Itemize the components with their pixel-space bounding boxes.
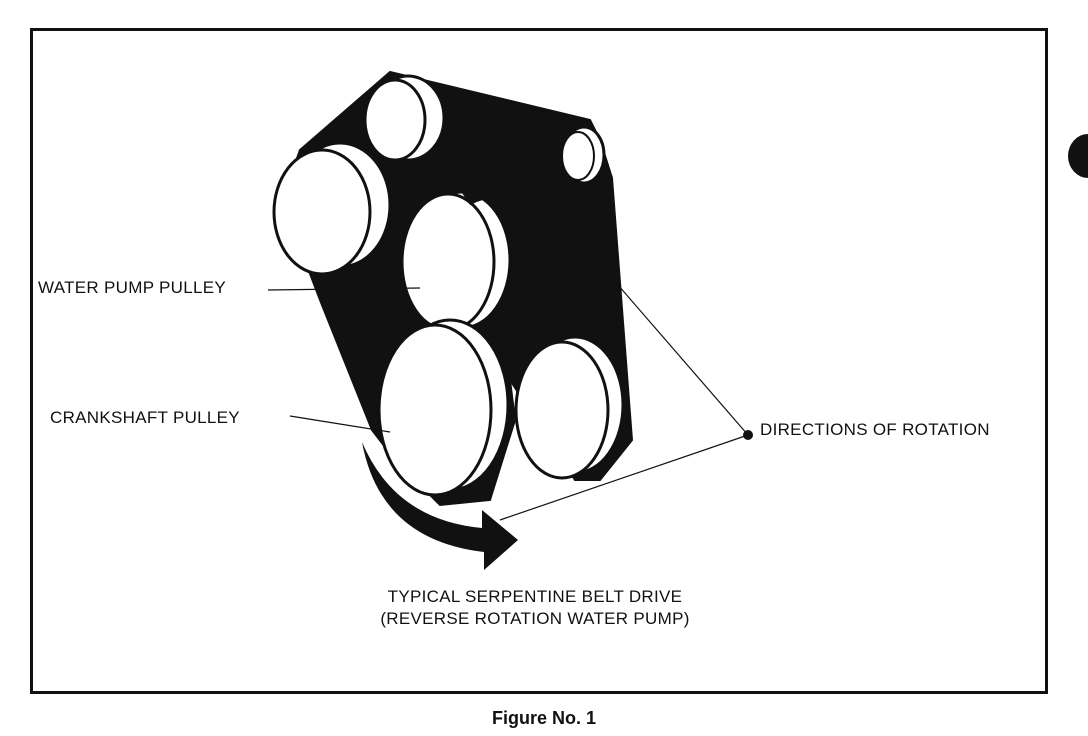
rotation-arrow-bottom bbox=[362, 442, 518, 570]
crankshaft-pulley-label: CRANKSHAFT PULLEY bbox=[50, 408, 240, 427]
diagram-frame bbox=[30, 28, 1048, 694]
idler-pulley-top bbox=[363, 74, 446, 162]
rotation-leader-bottom bbox=[499, 434, 749, 521]
figure-title: Figure No. 1 bbox=[491, 708, 596, 728]
leader-lines bbox=[267, 194, 749, 521]
crankshaft-pulley bbox=[377, 318, 510, 497]
water-pump-leader bbox=[267, 287, 421, 291]
caption-line-1: TYPICAL SERPENTINE BELT DRIVE bbox=[387, 587, 683, 606]
water-pump-pulley bbox=[400, 190, 512, 332]
rotation-leader-dot bbox=[743, 430, 753, 440]
accessory-pulley-left bbox=[272, 141, 392, 276]
tensioner-pulley bbox=[561, 125, 606, 185]
caption-line-2: (REVERSE ROTATION WATER PUMP) bbox=[380, 609, 690, 628]
directions-of-rotation-label: DIRECTIONS OF ROTATION bbox=[760, 420, 990, 439]
water-pump-pulley-label: WATER PUMP PULLEY bbox=[38, 278, 227, 297]
accessory-pulley-right bbox=[514, 335, 625, 480]
page-edge-mark bbox=[1068, 134, 1088, 178]
rotation-arrow-top bbox=[450, 163, 548, 222]
crankshaft-leader bbox=[289, 415, 391, 433]
rotation-leader-top bbox=[539, 194, 749, 436]
diagram-caption: TYPICAL SERPENTINE BELT DRIVE (REVERSE R… bbox=[300, 586, 770, 630]
